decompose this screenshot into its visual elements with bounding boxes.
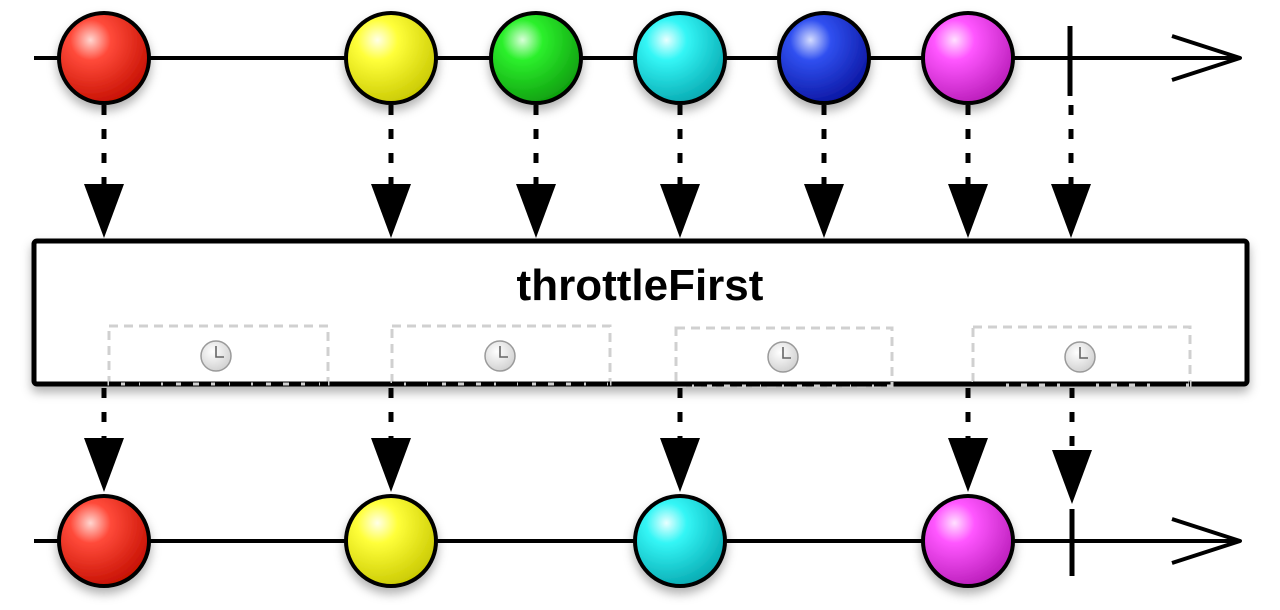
input-marble-blue	[777, 11, 871, 105]
input-arrowheads	[84, 184, 1091, 238]
input-marble-cyan	[633, 11, 727, 105]
output-marbles	[57, 494, 1015, 588]
input-marble-magenta	[921, 11, 1015, 105]
throttle-window	[107, 324, 330, 387]
input-marbles	[57, 11, 1015, 105]
clock-icon	[1064, 341, 1096, 373]
input-marble-red	[57, 11, 151, 105]
operator-box: throttleFirst	[31, 238, 1250, 388]
operator-to-output-arrows	[101, 388, 1075, 452]
input-marble-green	[489, 11, 583, 105]
output-marble-yellow	[344, 494, 438, 588]
output-marble-red	[57, 494, 151, 588]
operator-label: throttleFirst	[517, 261, 764, 310]
input-to-operator-arrows	[101, 105, 1074, 185]
output-marble-cyan	[633, 494, 727, 588]
clock-icon	[200, 340, 232, 372]
output-arrowheads	[84, 438, 1092, 504]
clock-icon	[767, 341, 799, 373]
output-timeline-arrowhead	[1171, 517, 1242, 565]
throttle-window	[390, 324, 612, 387]
input-timeline-arrowhead	[1171, 34, 1242, 82]
output-marble-magenta	[921, 494, 1015, 588]
throttle-window	[674, 326, 894, 388]
throttle-window	[971, 325, 1192, 387]
clock-icon	[484, 340, 516, 372]
input-marble-yellow	[344, 11, 438, 105]
